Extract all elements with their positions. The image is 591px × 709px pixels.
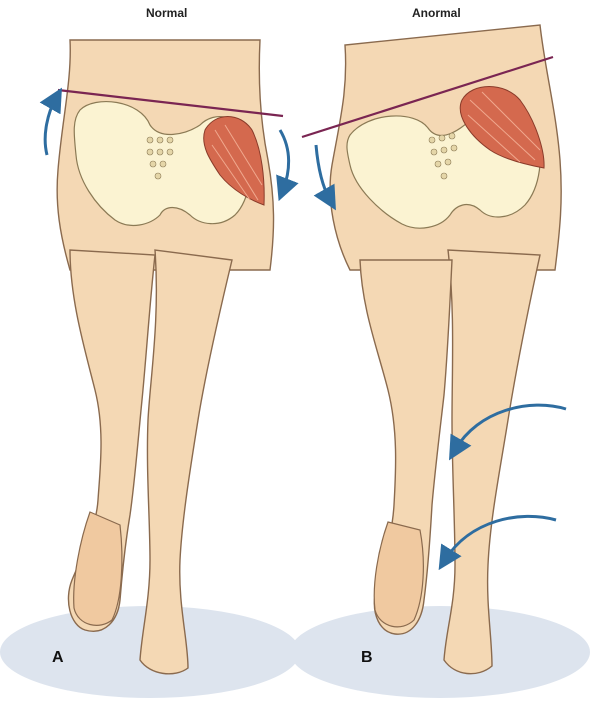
- foot-b: [374, 522, 423, 627]
- foot-a: [74, 512, 122, 625]
- rotation-arrow-icon: [316, 145, 330, 200]
- figure-normal: [45, 40, 288, 674]
- panel-title-normal: Normal: [146, 6, 187, 20]
- panel-title-abnormal: Anormal: [412, 6, 461, 20]
- figure-abnormal: [302, 25, 566, 674]
- panel-label-b: B: [361, 649, 373, 667]
- panel-label-a: A: [52, 649, 64, 667]
- floor-shadow-b: [290, 606, 590, 698]
- rotation-arrow-icon: [280, 130, 289, 190]
- rotation-arrow-icon: [45, 98, 56, 155]
